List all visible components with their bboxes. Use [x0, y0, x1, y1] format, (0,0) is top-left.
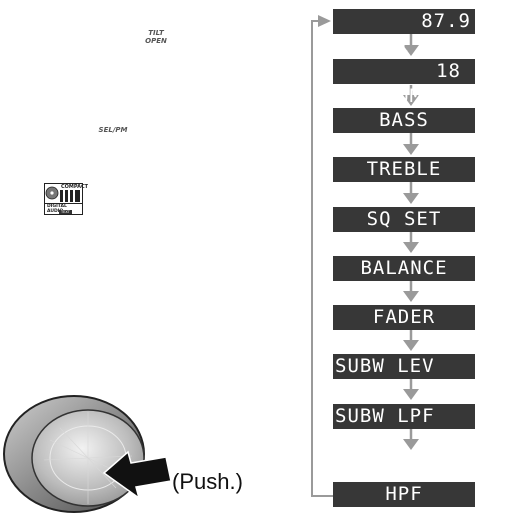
down-arrow-icon — [403, 330, 419, 351]
down-arrow-icon — [403, 429, 419, 450]
tilt-label: TILT — [148, 29, 164, 37]
down-arrow-icon — [403, 85, 419, 106]
display-treble: TREBLE — [333, 157, 475, 182]
tilt-open-label: TILT OPEN — [141, 29, 171, 45]
compact-disc-logo-icon — [44, 183, 83, 215]
display-volume-value: 18 — [436, 60, 461, 82]
push-label: (Push.) — [172, 469, 243, 494]
down-arrow-icon — [403, 34, 419, 56]
display-fm1-frequency: 87.9 — [421, 10, 471, 32]
down-arrow-icon — [403, 281, 419, 302]
display-bass: BASS — [333, 108, 475, 133]
down-arrow-icon — [403, 133, 419, 155]
sel-pm-label: SEL/PM — [98, 126, 128, 134]
display-hpf: HPF — [333, 482, 475, 507]
push-arrow-icon — [102, 450, 172, 500]
display-subw-lpf: SUBW LPF — [333, 404, 475, 429]
cd-logo-top-text: COMPACT — [61, 184, 89, 190]
compact-disc-logo: COMPACT DIGITAL AUDIO TEXT — [44, 183, 88, 215]
volume-knob-icon[interactable] — [0, 380, 175, 516]
return-arrowhead-icon — [318, 15, 331, 27]
down-arrow-icon — [403, 182, 419, 204]
display-balance: BALANCE — [333, 256, 475, 281]
display-subw-lev: SUBW LEV — [333, 354, 475, 379]
display-volume-label: VOLUME — [359, 85, 435, 107]
cd-logo-bottom-text: DIGITAL AUDIO — [47, 204, 67, 214]
display-sq-set: SQ SET — [333, 207, 475, 232]
cd-logo-small-text: TEXT — [59, 210, 72, 214]
display-fader: FADER — [333, 305, 475, 330]
down-arrow-icon — [403, 232, 419, 253]
return-loop-line — [311, 20, 333, 497]
display-volume: VOLUME 18 — [333, 59, 475, 107]
down-arrow-icon — [403, 379, 419, 400]
display-fm1-label: FM 1 — [359, 35, 410, 57]
open-label: OPEN — [145, 37, 167, 45]
display-fm1: FM 1 87.9 — [333, 9, 475, 57]
